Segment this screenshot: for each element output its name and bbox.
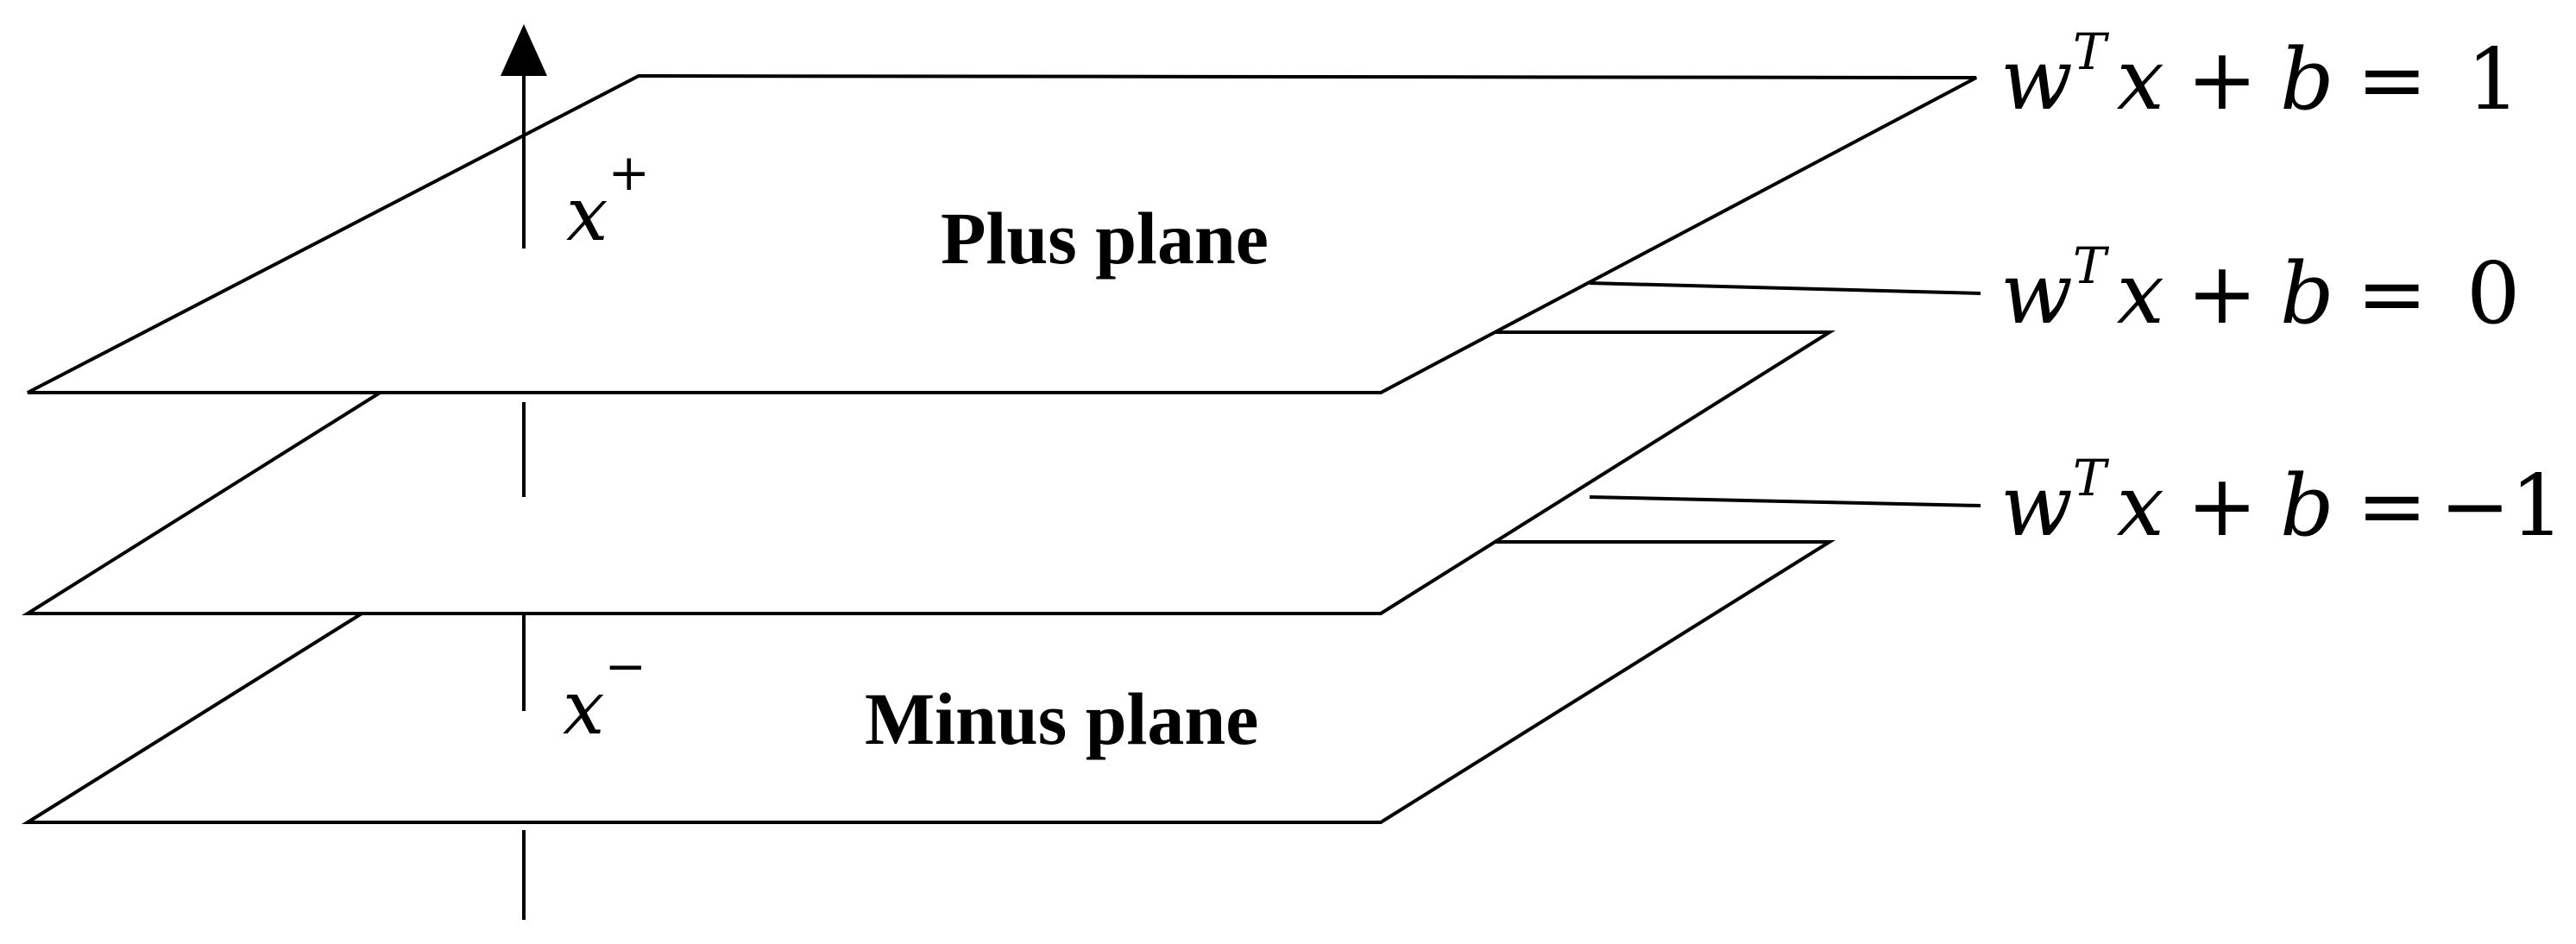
eq-middle-plus: + [2187, 245, 2258, 343]
x-plus-sup: + [608, 143, 651, 202]
plus-plane-label: Plus plane [941, 197, 1269, 280]
eq-minus-plus: + [2187, 457, 2258, 556]
eq-plus-sup: T [2073, 22, 2110, 81]
eq-middle-w: w [2000, 245, 2073, 343]
x-plus-label: x+ [566, 143, 650, 258]
eq-plus-eq: = [2357, 31, 2428, 129]
eq-middle-x: x [2117, 245, 2164, 343]
x-plus-base: x [566, 172, 608, 258]
eq-minus-x: x [2117, 457, 2164, 556]
eq-middle-eq: = [2357, 245, 2428, 343]
x-minus-sup: − [605, 637, 647, 695]
eq-minus-eq: = [2357, 457, 2428, 556]
eq-minus-w: w [2000, 457, 2073, 556]
eq-middle-sup: T [2073, 236, 2110, 295]
x-minus-base: x [563, 665, 605, 752]
eq-plus-w: w [2000, 31, 2073, 129]
leader-line-middle [1589, 281, 1981, 295]
eq-middle-rhs: 0 [2440, 245, 2521, 343]
eq-plus-x: x [2117, 31, 2164, 129]
middle-plane [22, 330, 1836, 615]
eq-middle-b: b [2280, 245, 2334, 343]
eq-minus-b: b [2280, 457, 2334, 556]
x-minus-label: x− [563, 637, 646, 752]
axis-arrow-head [501, 24, 547, 76]
eq-plus-plus: + [2187, 31, 2258, 129]
eq-plus-b: b [2280, 31, 2334, 129]
minus-plane-label: Minus plane [865, 677, 1258, 760]
eq-minus-sup: T [2073, 449, 2110, 507]
leader-line-minus [1589, 495, 1981, 507]
eq-minus-rhs: −1 [2440, 457, 2564, 556]
eq-plus-rhs: 1 [2440, 31, 2521, 129]
